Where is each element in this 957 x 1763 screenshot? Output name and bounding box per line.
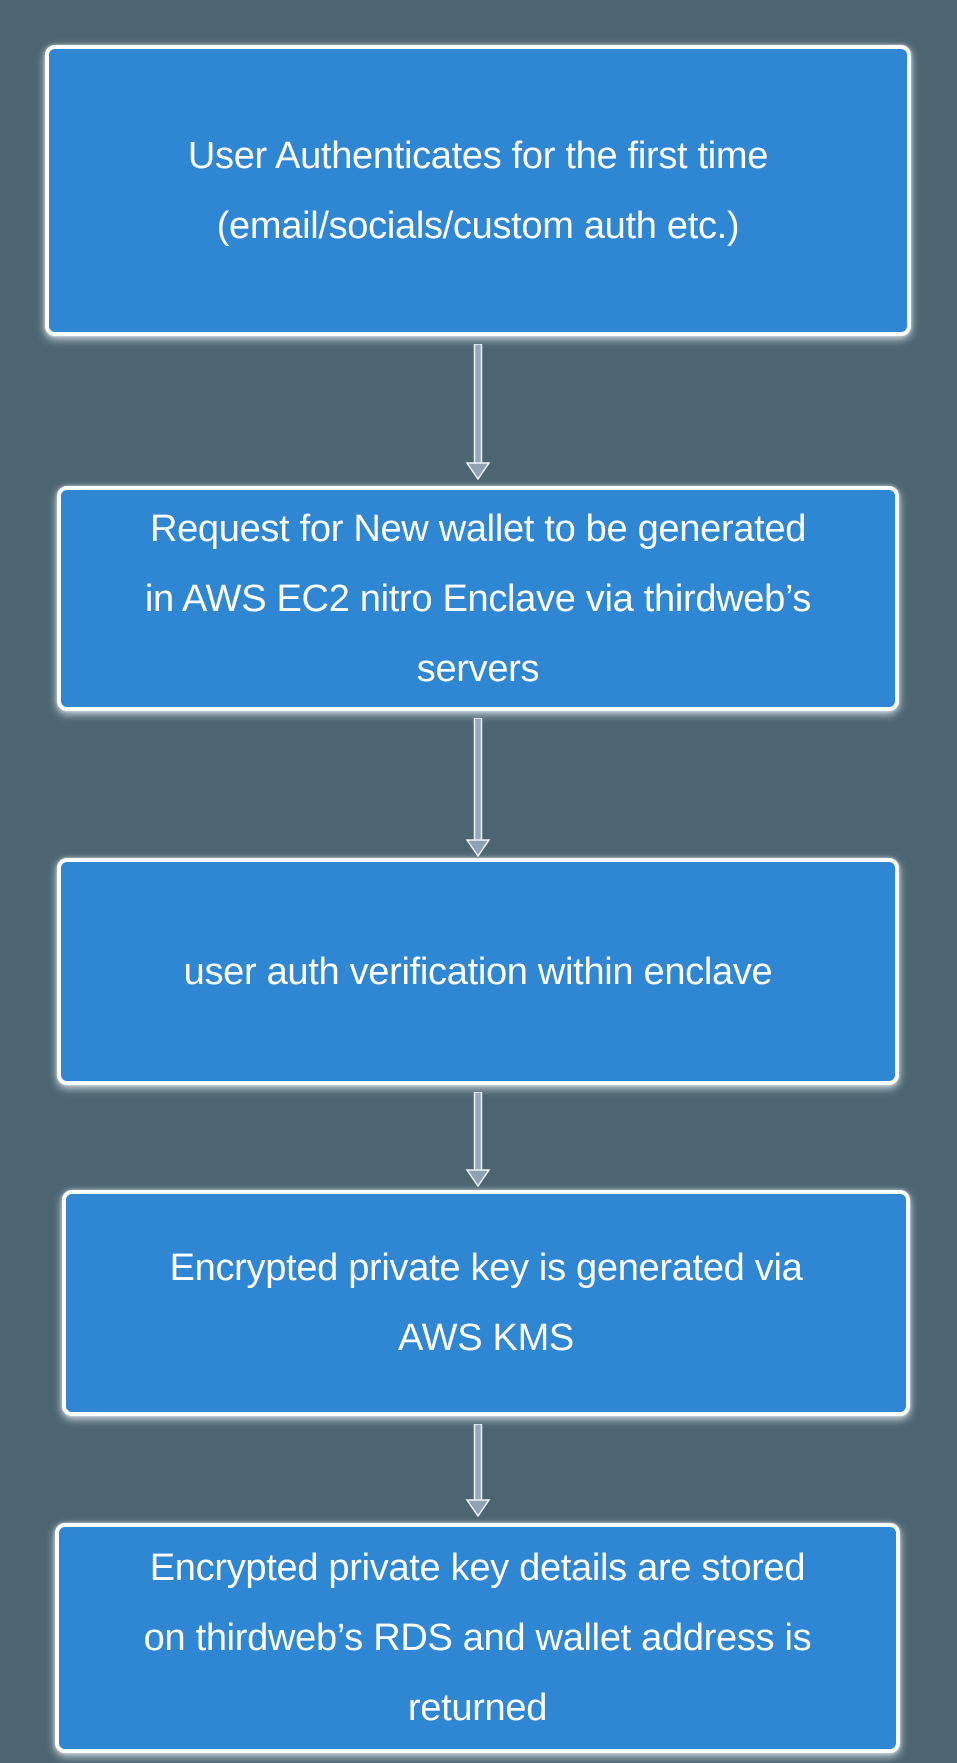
arrow-shaft	[473, 1092, 483, 1172]
flow-arrow-4	[462, 1424, 494, 1517]
down-arrow-icon	[465, 1424, 491, 1517]
flow-node-label: Request for New wallet to be generated i…	[144, 494, 812, 704]
arrow-head	[465, 839, 491, 857]
down-arrow-icon	[465, 1092, 491, 1187]
flow-node-user-auth: User Authenticates for the first time (e…	[45, 45, 911, 336]
down-arrow-icon	[465, 718, 491, 857]
flow-node-label: user auth verification within enclave	[184, 937, 773, 1007]
flow-arrow-1	[462, 344, 494, 480]
arrow-head	[465, 1169, 491, 1187]
arrow-head	[465, 1499, 491, 1517]
flow-node-key-generation: Encrypted private key is generated via A…	[62, 1190, 910, 1416]
node-text-line: on thirdweb’s RDS and wallet address is	[143, 1617, 812, 1659]
flow-node-label: User Authenticates for the first time (e…	[187, 121, 769, 261]
down-arrow-icon	[465, 344, 491, 480]
flow-node-key-storage: Encrypted private key details are stored…	[55, 1523, 900, 1753]
node-text-line: user auth verification within enclave	[183, 950, 773, 993]
node-text-line: AWS KMS	[398, 1317, 574, 1359]
node-text-line: User Authenticates for the first time	[187, 134, 769, 177]
arrow-shaft	[473, 1424, 483, 1502]
flow-arrow-2	[462, 718, 494, 857]
flow-node-label: Encrypted private key details are stored…	[144, 1533, 812, 1743]
flow-node-wallet-request: Request for New wallet to be generated i…	[57, 486, 899, 711]
flow-node-label: Encrypted private key is generated via A…	[170, 1233, 803, 1373]
node-text-line: returned	[407, 1687, 548, 1729]
flow-arrow-3	[462, 1092, 494, 1187]
arrow-shaft	[473, 344, 483, 465]
arrow-head	[465, 462, 491, 480]
node-text-line: servers	[416, 647, 540, 690]
node-text-line: (email/socials/custom auth etc.)	[216, 204, 740, 247]
node-text-line: Encrypted private key is generated via	[169, 1247, 803, 1289]
flow-node-auth-verification: user auth verification within enclave	[57, 858, 899, 1085]
node-text-line: Encrypted private key details are stored	[149, 1547, 806, 1589]
node-text-line: in AWS EC2 nitro Enclave via thirdweb’s	[144, 577, 812, 620]
arrow-shaft	[473, 718, 483, 842]
node-text-line: Request for New wallet to be generated	[149, 507, 807, 550]
